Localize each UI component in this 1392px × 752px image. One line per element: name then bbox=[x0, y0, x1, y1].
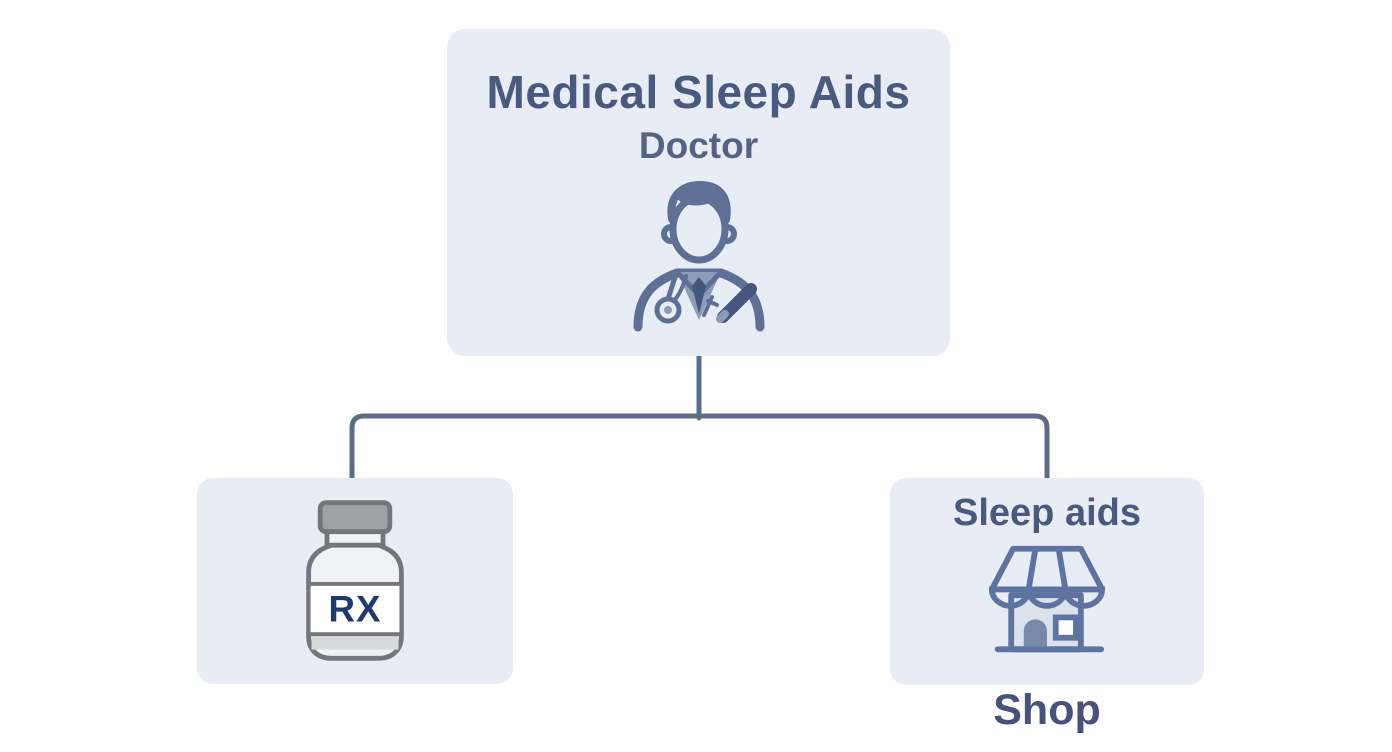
root-subtitle: Doctor bbox=[638, 125, 759, 166]
doctor-icon bbox=[633, 181, 764, 332]
shop-icon bbox=[988, 545, 1106, 653]
shop-caption: Shop bbox=[993, 686, 1101, 734]
shop-title: Sleep aids bbox=[953, 492, 1141, 534]
node-prescription: RX bbox=[197, 478, 513, 684]
rx-bottle-icon: RX bbox=[306, 500, 404, 661]
root-title: Medical Sleep Aids bbox=[486, 66, 911, 118]
node-doctor: Medical Sleep Aids Doctor bbox=[447, 29, 950, 356]
node-shop: Sleep aids bbox=[890, 478, 1204, 685]
connector-branch bbox=[349, 413, 1050, 481]
rx-label: RX bbox=[329, 589, 382, 630]
